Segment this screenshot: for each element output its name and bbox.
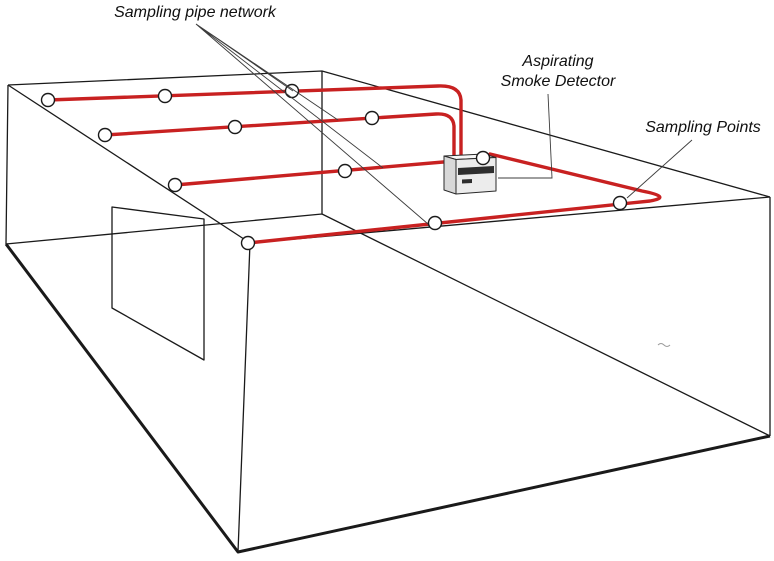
- pipe-run-1: [46, 84, 463, 158]
- sampling-point: [427, 215, 443, 231]
- sampling-pipe-network: [46, 84, 662, 245]
- leader-lines: [195, 23, 693, 225]
- sampling-point: [40, 92, 56, 108]
- room-bottom-edges: [4, 243, 771, 554]
- detector-front-face: [455, 157, 497, 195]
- aspirating-smoke-detector: [443, 153, 497, 195]
- detector-side-face: [443, 155, 457, 195]
- sampling-points-label: Sampling Points: [645, 119, 761, 136]
- room-vertical-edges: [5, 84, 771, 553]
- pipe-network-label: Sampling pipe network: [114, 4, 277, 21]
- window-opening: [111, 206, 205, 361]
- room-hidden-edges: [5, 71, 771, 437]
- sampling-point: [227, 119, 243, 135]
- sampling-point: [475, 150, 491, 166]
- detector-leader-line: [498, 93, 553, 179]
- pipe-run-3: [173, 159, 457, 187]
- sampling-point: [97, 127, 113, 143]
- sampling-point: [157, 88, 173, 104]
- sampling-points-leader-line: [626, 139, 693, 199]
- wall-smudge-mark: [657, 343, 671, 347]
- detector-label-line1: Aspirating: [521, 53, 593, 70]
- detector-indicator: [462, 179, 472, 184]
- sampling-points-group: [40, 83, 628, 251]
- pipe-network-leader-lines: [195, 23, 429, 225]
- room-wireframe: [5, 70, 771, 553]
- sampling-point: [240, 235, 256, 251]
- detector-label-line2: Smoke Detector: [501, 73, 616, 90]
- sampling-point: [284, 83, 300, 99]
- pipe-main-loop: [246, 152, 662, 245]
- detector-vent-band: [458, 166, 494, 175]
- sampling-point: [337, 163, 353, 179]
- sampling-point: [167, 177, 183, 193]
- sampling-point: [612, 195, 628, 211]
- pipe-run-2: [103, 112, 456, 158]
- sampling-point: [364, 110, 380, 126]
